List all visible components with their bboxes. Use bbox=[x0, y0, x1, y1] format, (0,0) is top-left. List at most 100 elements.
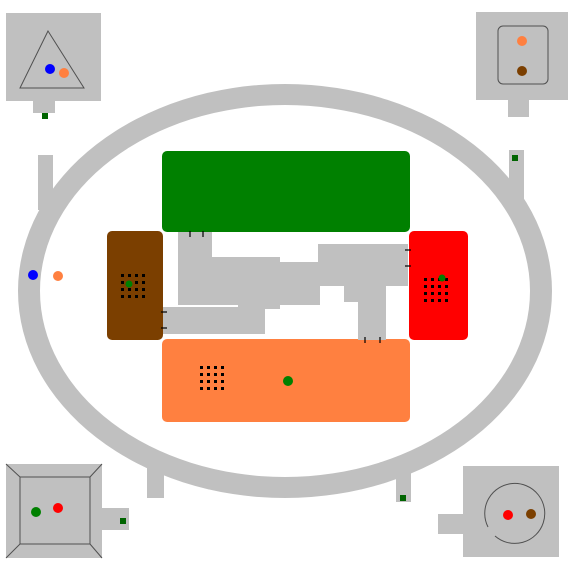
vent-orange-room bbox=[200, 366, 224, 390]
corner-room-bottom-left-exit bbox=[101, 508, 129, 530]
vent-cell bbox=[214, 387, 217, 390]
marker-top-right bbox=[512, 155, 518, 161]
vent-cell bbox=[142, 288, 145, 291]
green-token-red-room[interactable] bbox=[438, 274, 446, 282]
vent-cell bbox=[431, 278, 434, 281]
vent-cell bbox=[424, 299, 427, 302]
vent-cell bbox=[142, 281, 145, 284]
vent-cell bbox=[445, 299, 448, 302]
vent-cell bbox=[142, 295, 145, 298]
vent-cell bbox=[207, 380, 210, 383]
corridor-7 bbox=[344, 284, 386, 302]
vent-cell bbox=[207, 366, 210, 369]
stub-bottom-right bbox=[396, 470, 411, 502]
green-token-orange-room[interactable] bbox=[283, 376, 293, 386]
vent-cell bbox=[121, 288, 124, 291]
vent-cell bbox=[207, 387, 210, 390]
corner-room-top-left-floor bbox=[6, 13, 101, 101]
bevel-line-br bbox=[89, 543, 103, 559]
vent-cell bbox=[438, 285, 441, 288]
corridor-3 bbox=[238, 257, 280, 309]
vent-cell bbox=[431, 285, 434, 288]
vent-cell bbox=[431, 299, 434, 302]
orange-token-top-left-room[interactable] bbox=[59, 68, 69, 78]
corner-room-top-right-floor bbox=[476, 12, 568, 100]
marker-bottom-right bbox=[400, 495, 406, 501]
corridor-5 bbox=[278, 262, 320, 305]
green-token-brown-room[interactable] bbox=[125, 280, 133, 288]
vent-cell bbox=[214, 380, 217, 383]
rounded-square-outline bbox=[497, 25, 549, 85]
vent-cell bbox=[135, 281, 138, 284]
vent-cell bbox=[135, 288, 138, 291]
vent-cell bbox=[200, 366, 203, 369]
corridor-8 bbox=[358, 300, 386, 340]
corner-room-top-left[interactable] bbox=[6, 13, 101, 113]
brown-room[interactable] bbox=[107, 231, 163, 340]
vent-cell bbox=[142, 274, 145, 277]
green-token-bottom-left-room[interactable] bbox=[31, 507, 41, 517]
vent-cell bbox=[221, 366, 224, 369]
vent-cell bbox=[135, 274, 138, 277]
vent-cell bbox=[121, 295, 124, 298]
vent-cell bbox=[438, 292, 441, 295]
red-token-bottom-left-room[interactable] bbox=[53, 503, 63, 513]
vent-cell bbox=[445, 278, 448, 281]
corner-room-bottom-right[interactable] bbox=[438, 466, 559, 557]
vent-cell bbox=[221, 373, 224, 376]
corner-room-top-right-exit bbox=[508, 99, 529, 117]
vent-cell bbox=[214, 373, 217, 376]
red-token-bottom-right-room[interactable] bbox=[503, 510, 513, 520]
brown-token-bottom-right-room[interactable] bbox=[526, 509, 536, 519]
vent-cell bbox=[445, 292, 448, 295]
vent-cell bbox=[128, 274, 131, 277]
vent-cell bbox=[135, 295, 138, 298]
brown-token-top-right-room[interactable] bbox=[517, 66, 527, 76]
bevel-inner-outline bbox=[19, 476, 91, 545]
vent-cell bbox=[121, 274, 124, 277]
corner-room-bottom-left[interactable] bbox=[5, 463, 129, 559]
corridor-1 bbox=[178, 232, 212, 258]
bevel-line-bl bbox=[5, 543, 21, 559]
marker-bottom-left bbox=[120, 518, 126, 524]
stub-corridors bbox=[38, 150, 524, 502]
vent-brown-room bbox=[121, 274, 145, 298]
stub-top-right bbox=[509, 150, 524, 205]
stub-bottom-left bbox=[147, 468, 164, 498]
vent-cell bbox=[424, 278, 427, 281]
vent-cell bbox=[214, 366, 217, 369]
corner-room-top-right[interactable] bbox=[476, 12, 568, 117]
corner-room-top-left-exit bbox=[33, 100, 55, 113]
vent-cell bbox=[128, 288, 131, 291]
bevel-line-tl bbox=[5, 463, 21, 478]
corridor-6 bbox=[318, 244, 408, 286]
vent-cell bbox=[121, 281, 124, 284]
vent-cell bbox=[200, 373, 203, 376]
vent-cell bbox=[221, 380, 224, 383]
vent-cell bbox=[424, 285, 427, 288]
vent-cell bbox=[445, 285, 448, 288]
blue-token-top-left-room[interactable] bbox=[45, 64, 55, 74]
vent-cell bbox=[221, 387, 224, 390]
vent-cell bbox=[207, 373, 210, 376]
corridor-4 bbox=[163, 307, 265, 334]
corridor-2 bbox=[178, 257, 240, 305]
doors bbox=[161, 231, 411, 343]
vent-cell bbox=[200, 380, 203, 383]
corner-room-bottom-right-exit bbox=[438, 514, 464, 534]
vent-cell bbox=[128, 295, 131, 298]
vent-cell bbox=[200, 387, 203, 390]
orange-token-ring[interactable] bbox=[53, 271, 63, 281]
orange-token-top-right-room[interactable] bbox=[517, 36, 527, 46]
triangle-outline bbox=[19, 29, 85, 89]
vent-cell bbox=[431, 292, 434, 295]
blue-token-ring[interactable] bbox=[28, 270, 38, 280]
central-corridors bbox=[163, 232, 408, 340]
green-room[interactable] bbox=[162, 151, 410, 232]
vent-cell bbox=[438, 299, 441, 302]
central-complex bbox=[107, 151, 468, 422]
marker-top-left bbox=[42, 113, 48, 119]
vent-cell bbox=[424, 292, 427, 295]
bevel-line-tr bbox=[89, 463, 103, 478]
